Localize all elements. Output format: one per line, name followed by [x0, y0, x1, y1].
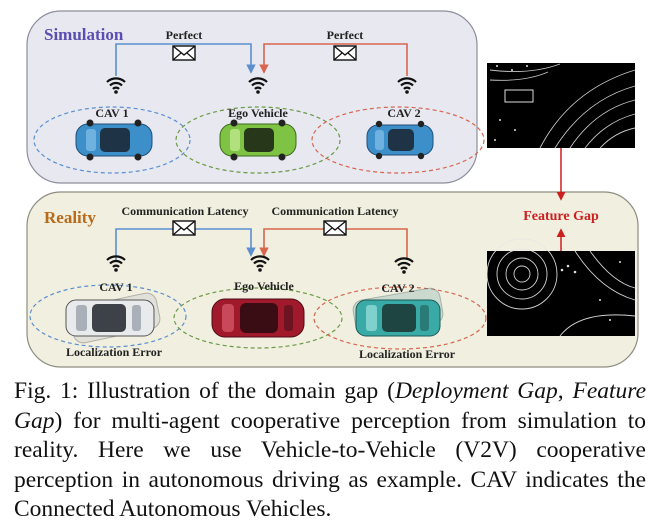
car-cav1-sim	[75, 119, 153, 161]
caption-text-3: ) for multi-agent cooperative perception…	[14, 407, 646, 523]
reality-panel	[26, 191, 639, 368]
ego-range-real	[173, 287, 343, 349]
cav2-range-real	[313, 286, 487, 350]
car-ego-real	[211, 298, 305, 338]
real-msg-left: Communication Latency	[122, 204, 249, 218]
caption-emph-1: Deployment Gap	[394, 378, 558, 404]
diagram: Simulation Perfect Perfect CAV 1 Ego Veh…	[26, 10, 639, 368]
sim-ego-label: Ego Vehicle	[228, 106, 288, 120]
lidar-real-image	[486, 238, 636, 337]
cav2-range	[311, 106, 485, 174]
car-cav2-real	[355, 299, 441, 337]
ego-range	[175, 106, 341, 174]
caption-text-2: ,	[557, 378, 573, 404]
simulation-title: Simulation	[44, 25, 124, 44]
sim-msg-right: Perfect	[327, 28, 364, 42]
envelope-icon	[333, 45, 357, 61]
car-cav1-real	[65, 299, 155, 337]
sim-cav2-label: CAV 2	[387, 106, 420, 120]
car-ego-sim	[219, 119, 297, 161]
feature-gap-label: Feature Gap	[523, 209, 599, 224]
sim-link-cav1-ego	[115, 43, 256, 76]
figure-caption: Fig. 1: Illustration of the domain gap (…	[14, 377, 646, 525]
envelope-icon	[172, 220, 196, 236]
caption-text-1: Fig. 1: Illustration of the domain gap (	[14, 378, 395, 404]
real-ego-label: Ego Vehicle	[234, 279, 294, 293]
cav1-range	[33, 106, 191, 174]
sim-cav1-label: CAV 1	[95, 106, 128, 120]
sim-link-cav2-ego	[259, 43, 408, 76]
car-cav2-sim	[366, 120, 434, 160]
real-cav2-label: CAV 2	[381, 281, 414, 295]
cav1-range-real	[29, 284, 187, 348]
lidar-sim-image	[487, 63, 636, 149]
sim-msg-left: Perfect	[166, 28, 203, 42]
envelope-icon	[323, 220, 347, 236]
envelope-icon	[172, 45, 196, 61]
real-msg-right: Communication Latency	[272, 204, 399, 218]
caption-emph-2: Feature Gap	[14, 378, 647, 434]
loc-error-left: Localization Error	[66, 345, 163, 359]
reality-title: Reality	[44, 208, 96, 227]
real-cav1-label: CAV 1	[99, 280, 132, 294]
loc-error-right: Localization Error	[359, 347, 456, 361]
